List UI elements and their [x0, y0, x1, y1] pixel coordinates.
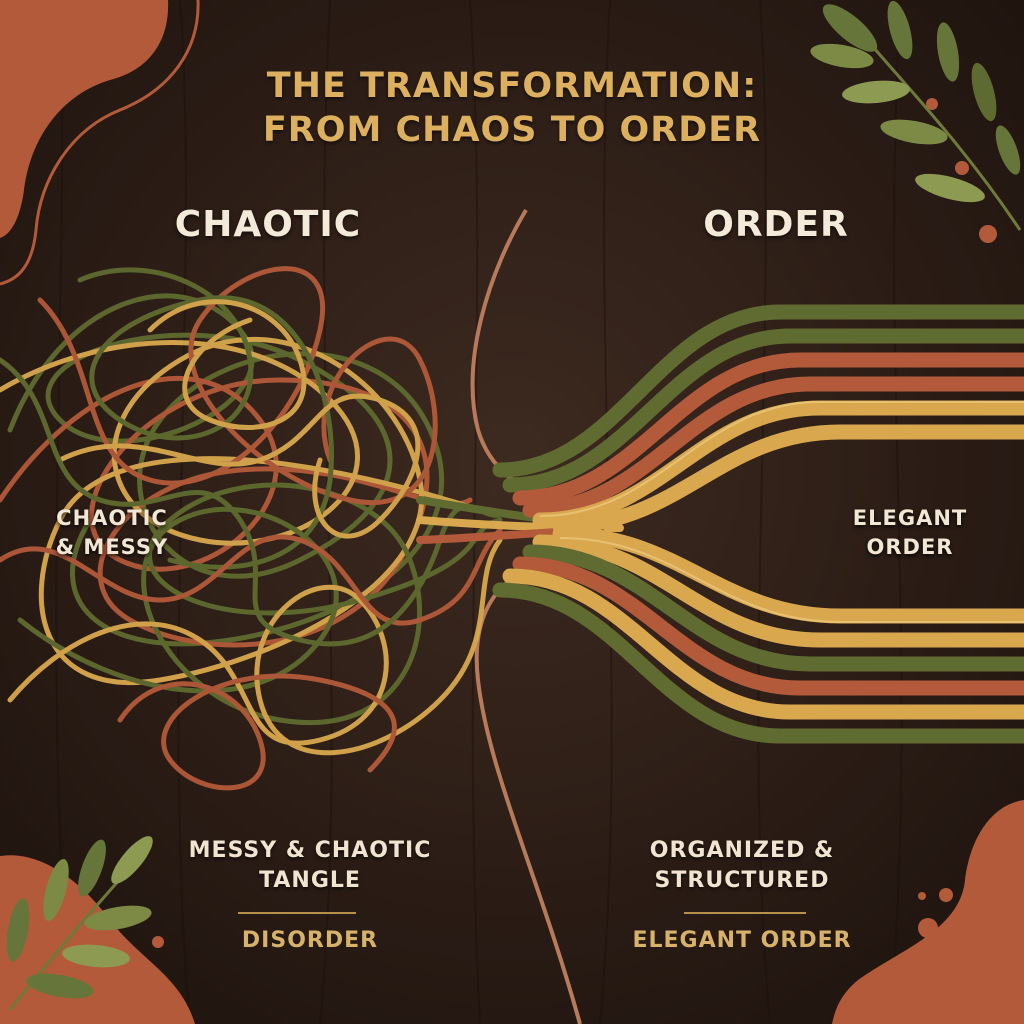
- caption-messy-tangle-line-1: MESSY & CHAOTIC: [188, 838, 432, 863]
- label-elegant-order-line-2: ORDER: [866, 535, 954, 559]
- label-elegant-order: ELEGANT ORDER: [812, 504, 1008, 562]
- wood-grain: [55, 0, 903, 1024]
- corner-line-top-left: [0, 0, 200, 286]
- title-line-2: FROM CHAOS TO ORDER: [262, 110, 762, 150]
- caption-organized: ORGANIZED & STRUCTURED: [592, 836, 892, 896]
- page-title: THE TRANSFORMATION: FROM CHAOS TO ORDER: [112, 64, 912, 152]
- divider-right: [684, 912, 806, 914]
- leaf-sprig-top-right-icon: [810, 0, 1022, 231]
- corner-blob-top-left: [0, 0, 169, 238]
- label-chaotic-messy: CHAOTIC & MESSY: [22, 504, 202, 562]
- label-chaotic-messy-line-1: CHAOTIC: [56, 506, 168, 530]
- label-elegant-order-line-1: ELEGANT: [852, 506, 968, 530]
- heading-order: ORDER: [703, 204, 849, 245]
- band-highlights: [539, 401, 1024, 623]
- label-chaotic-messy-line-2: & MESSY: [55, 535, 169, 559]
- ordered-bands: [492, 304, 1024, 744]
- caption-organized-line-1: ORGANIZED &: [649, 838, 835, 863]
- caption-messy-tangle-line-2: TANGLE: [259, 868, 361, 893]
- chaotic-tangle: [0, 266, 503, 791]
- title-line-1: THE TRANSFORMATION:: [266, 66, 758, 106]
- caption-messy-tangle: MESSY & CHAOTIC TANGLE: [160, 836, 460, 896]
- caption-organized-line-2: STRUCTURED: [654, 868, 830, 893]
- divider-left: [238, 912, 356, 914]
- subcaption-disorder: DISORDER: [241, 928, 379, 953]
- corner-blob-bottom-right: [832, 800, 1024, 1024]
- subcaption-elegant-order: ELEGANT ORDER: [632, 928, 852, 953]
- decorative-dots: [152, 98, 997, 948]
- leaf-sprig-bottom-left-icon: [6, 836, 153, 1011]
- heading-chaotic: CHAOTIC: [174, 204, 362, 245]
